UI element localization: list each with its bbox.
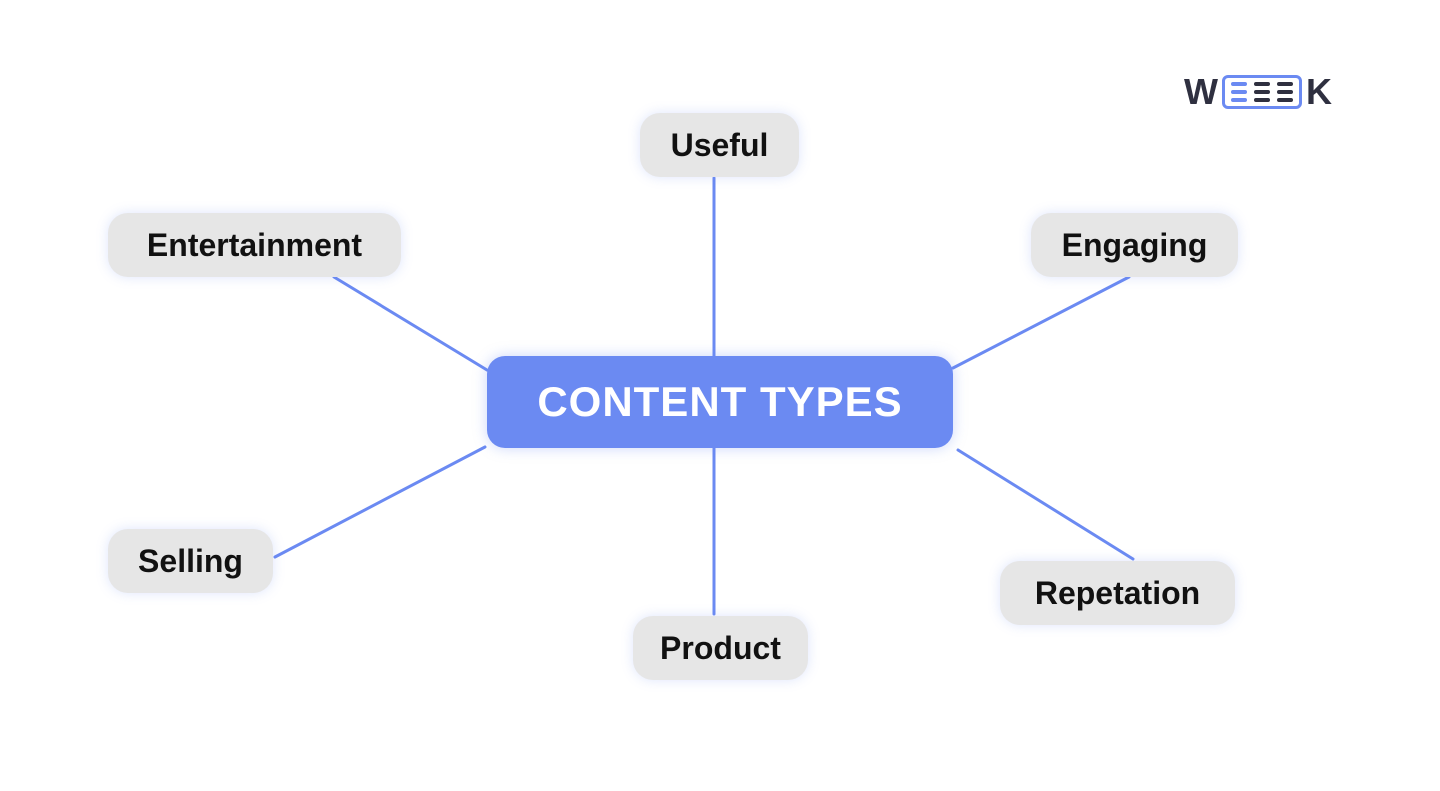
- logo-eee-box: [1221, 75, 1302, 109]
- node-repetation-label: Repetation: [1034, 574, 1201, 611]
- node-engaging: Engaging: [1031, 213, 1238, 277]
- node-repetation: Repetation: [1000, 561, 1235, 625]
- connector-repetation: [956, 448, 1135, 561]
- node-useful: Useful: [640, 113, 799, 177]
- connector-engaging: [951, 275, 1131, 370]
- logo-eee-icon: [1230, 82, 1293, 102]
- weeek-logo: W K: [1184, 72, 1332, 112]
- node-selling: Selling: [108, 529, 273, 593]
- connector-entertainment: [332, 275, 489, 372]
- node-selling-label: Selling: [138, 542, 243, 579]
- central-topic-label: CONTENT TYPES: [537, 378, 903, 425]
- node-entertainment: Entertainment: [108, 213, 401, 277]
- logo-letter-w: W: [1184, 71, 1218, 112]
- node-engaging-label: Engaging: [1061, 226, 1208, 263]
- node-product: Product: [633, 616, 808, 680]
- node-entertainment-label: Entertainment: [146, 226, 363, 263]
- logo-letter-k: K: [1305, 71, 1332, 112]
- central-topic: CONTENT TYPES: [487, 356, 953, 448]
- node-useful-label: Useful: [670, 126, 769, 163]
- connector-selling: [273, 445, 487, 559]
- node-product-label: Product: [660, 629, 781, 666]
